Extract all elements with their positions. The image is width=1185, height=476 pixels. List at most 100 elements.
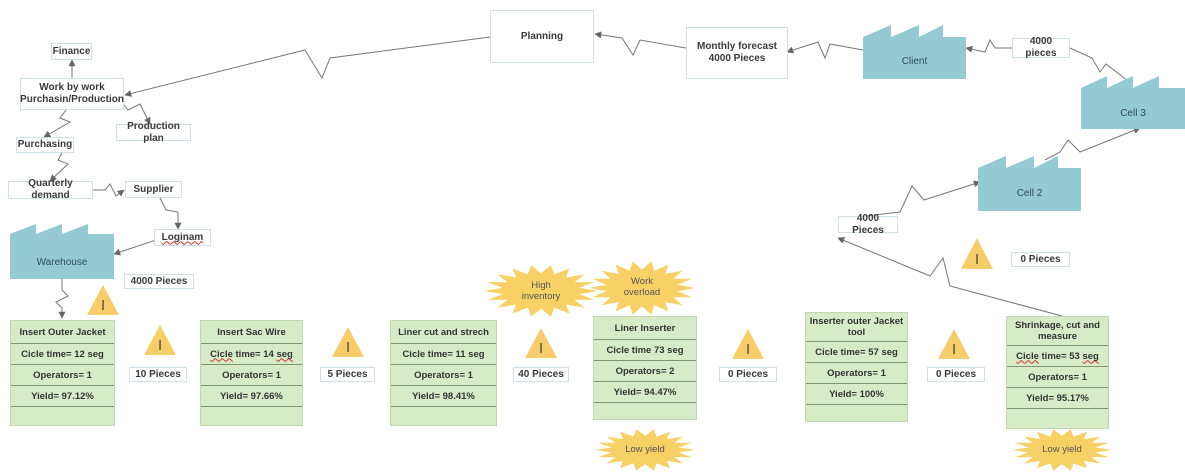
- work-by-work-box: Work by work Purchasin/Production: [20, 78, 124, 110]
- process-title: Liner Inserter: [594, 317, 696, 340]
- warehouse-factory: Warehouse: [10, 224, 114, 279]
- process-cycle-time: Cicle time= 53 seg: [1007, 346, 1108, 367]
- info-flow-work-to-purchasing: [43, 109, 72, 138]
- process-title: Liner cut and strech: [391, 321, 496, 344]
- process-operators: Operators= 1: [391, 365, 496, 386]
- warehouse-pieces-box: 4000 Pieces: [124, 274, 194, 289]
- monthly-forecast-label-line1: Monthly forecast: [696, 41, 777, 52]
- purchasing-box: Purchasing: [16, 137, 74, 153]
- production-plan-label: Production plan: [127, 120, 180, 144]
- burst-text: Low yield: [625, 444, 665, 455]
- info-flow-shrinkage-to-cell2pieces: [837, 237, 1063, 317]
- cell2-pieces-label: 4000 Pieces: [852, 212, 884, 236]
- inventory-2-box: 5 Pieces: [320, 367, 375, 382]
- warehouse-pieces-label: 4000 Pieces: [130, 275, 188, 287]
- factory-icon: [978, 156, 1081, 211]
- cell3-label: Cell 3: [1120, 108, 1146, 119]
- factory-icon: [10, 224, 114, 279]
- process-operators: Operators= 1: [11, 365, 114, 386]
- quarterly-demand-box: Quarterly demand: [8, 178, 93, 201]
- info-flow-work-to-production-plan: [119, 99, 151, 125]
- work-by-work-label-line2: Purchasin/Production: [20, 94, 124, 105]
- inventory-symbol: I: [346, 341, 350, 356]
- production-plan-box: Production plan: [116, 121, 191, 144]
- finance-label: Finance: [52, 45, 91, 57]
- loginam-box: Loginam: [154, 229, 211, 246]
- inventory-triangle-1: I: [143, 324, 177, 356]
- inventory-triangle-cell: I: [960, 237, 994, 270]
- work-by-work-label-line1: Work by work: [39, 82, 105, 93]
- supplier-box: Supplier: [125, 181, 182, 198]
- burst-text-line1: High: [531, 280, 551, 291]
- burst-text-line1: Work: [631, 276, 653, 287]
- info-flow-quarterly-to-supplier: [92, 183, 125, 197]
- info-flow-cell2-to-cell3: [1044, 127, 1141, 161]
- client-label: Client: [901, 56, 928, 67]
- inventory-triangle-4: I: [731, 328, 765, 360]
- info-flow-planning-to-work: [124, 36, 491, 97]
- process-operators: Operators= 1: [1007, 367, 1108, 388]
- finance-box: Finance: [51, 43, 92, 60]
- process-yield: Yield= 100%: [806, 384, 907, 405]
- inventory-triangle-warehouse: I: [86, 284, 120, 316]
- burst-text: Low yield: [1042, 444, 1082, 455]
- process-insert-sac-wire: Insert Sac Wire Cicle time= 14 seg Opera…: [200, 320, 303, 426]
- process-insert-outer-jacket: Insert Outer Jacket Cicle time= 12 seg O…: [10, 320, 115, 426]
- warning-triangle-icon: I: [938, 329, 970, 359]
- kaizen-burst-low-yield-2: Low yield: [1011, 428, 1113, 472]
- process-liner-cut-and-strech: Liner cut and strech Cicle time= 11 seg …: [390, 320, 497, 426]
- supplier-label: Supplier: [133, 183, 174, 195]
- process-cycle-time: Cicle time= 57 seg: [806, 342, 907, 363]
- planning-box: Planning: [490, 10, 594, 63]
- inventory-triangle-2: I: [331, 326, 365, 358]
- loginam-label: Loginam: [161, 231, 204, 243]
- quarterly-demand-label: Quarterly demand: [28, 178, 73, 201]
- process-yield: Yield= 98.41%: [391, 386, 496, 407]
- cell-inventory-label: 0 Pieces: [1020, 253, 1061, 265]
- cell2-label: Cell 2: [1016, 188, 1043, 199]
- warning-triangle-icon: I: [732, 329, 764, 359]
- cell2-pieces-box: 4000 Pieces: [838, 213, 898, 236]
- inventory-4-label: 0 Pieces: [727, 368, 769, 380]
- client-pieces-label: 4000 pieces: [1025, 36, 1057, 59]
- process-yield: Yield= 97.66%: [201, 386, 302, 407]
- warning-triangle-icon: I: [332, 327, 364, 357]
- process-cycle-time: Cicle time 73 seg: [594, 340, 696, 361]
- client-factory: Client: [863, 25, 966, 79]
- burst-icon: [1012, 429, 1112, 471]
- kaizen-burst-low-yield-1: Low yield: [594, 428, 696, 472]
- process-cycle-time: Cicle time= 14 seg: [201, 344, 302, 365]
- inventory-3-box: 40 Pieces: [513, 367, 569, 382]
- info-flow-forecast-to-planning: [594, 31, 687, 57]
- warehouse-label: Warehouse: [36, 257, 88, 268]
- process-cycle-time: Cicle time= 12 seg: [11, 344, 114, 365]
- flow-warehouse-to-first-process: [55, 278, 69, 319]
- info-flow-pieces-to-cell3: [1069, 47, 1133, 85]
- flow-loginam-to-warehouse: [113, 239, 157, 256]
- process-yield: Yield= 97.12%: [11, 386, 114, 407]
- info-flow-supplier-to-loginam: [159, 197, 182, 230]
- inventory-triangle-3: I: [524, 327, 558, 359]
- inventory-symbol: I: [539, 342, 543, 357]
- factory-icon: [1081, 76, 1185, 129]
- inventory-1-box: 10 Pieces: [129, 367, 187, 382]
- inventory-symbol: I: [975, 253, 979, 268]
- burst-text-line2: inventory: [521, 291, 561, 302]
- process-operators: Operators= 1: [201, 365, 302, 386]
- warning-triangle-icon: I: [961, 238, 993, 269]
- burst-icon: [484, 265, 598, 317]
- factory-icon: [863, 25, 966, 79]
- burst-icon: [595, 429, 695, 471]
- inventory-symbol: I: [952, 343, 956, 358]
- process-liner-inserter: Liner Inserter Cicle time 73 seg Operato…: [593, 316, 697, 420]
- inventory-2-label: 5 Pieces: [327, 368, 368, 380]
- info-flow-purchasing-to-quarterly: [49, 152, 69, 182]
- process-operators: Operators= 2: [594, 361, 696, 382]
- inventory-symbol: I: [101, 299, 105, 314]
- purchasing-label: Purchasing: [17, 139, 73, 150]
